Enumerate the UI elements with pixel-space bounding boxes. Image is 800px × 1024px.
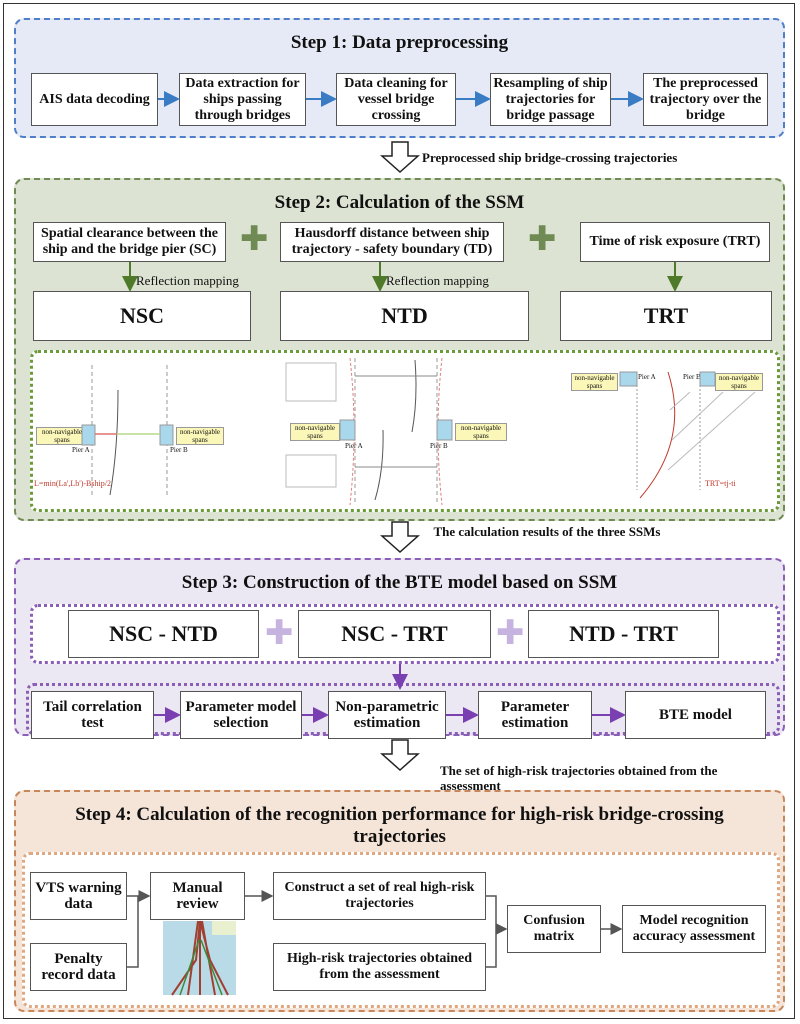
pair-nsc-trt: NSC - TRT — [298, 610, 491, 658]
hollow-down-arrows — [380, 141, 420, 772]
non-parametric-box: Non-parametric estimation — [328, 691, 446, 739]
step1-box-cleaning: Data cleaning for vessel bridge crossing — [336, 73, 456, 126]
manual-review-box: Manual review — [150, 872, 245, 920]
trt-illustration — [619, 371, 756, 499]
step1-title: Step 1: Data preprocessing — [290, 32, 509, 53]
pair-nsc-ntd: NSC - NTD — [68, 610, 259, 658]
pair-ntd-trt: NTD - TRT — [528, 610, 719, 658]
step4-title: Step 4: Calculation of the recognition p… — [75, 804, 724, 847]
outer-frame — [3, 3, 795, 1019]
plus-icon: ✚ — [496, 613, 525, 653]
pier-a-label: Pier A — [72, 446, 90, 454]
sc-formula: L=min(La',Lb')-Bship/2 — [34, 479, 111, 488]
trajectory-map-image — [163, 920, 236, 996]
plus-icon: ✚ — [265, 613, 294, 653]
transition-label-1: Preprocessed ship bridge-crossing trajec… — [422, 150, 678, 165]
confusion-matrix-box: Confusion matrix — [507, 905, 601, 953]
pier-b-label: Pier B — [170, 446, 188, 454]
transition-label-3: The set of high-risk trajectories obtain… — [440, 763, 718, 793]
td-illustration — [285, 357, 453, 506]
trt-box: TRT — [560, 291, 772, 341]
reflection-mapping-label: Reflection mapping — [386, 273, 489, 288]
sc-illustration — [81, 365, 174, 496]
plus-icon: ✚ — [528, 219, 557, 259]
step1-box-resampling: Resampling of ship trajectories for brid… — [490, 73, 611, 126]
plus-icon: ✚ — [240, 219, 269, 259]
step1-box-preprocessed: The preprocessed trajectory over the bri… — [643, 73, 768, 126]
tail-correlation-box: Tail correlation test — [31, 691, 154, 739]
highrisk-box: High-risk trajectories obtained from the… — [273, 943, 486, 991]
pier-b-label: Pier B — [683, 373, 701, 381]
step1-box-ais: AIS data decoding — [31, 73, 158, 126]
td-box: Hausdorff distance between ship trajecto… — [280, 222, 504, 262]
step2-arrows — [122, 262, 683, 292]
sc-box: Spatial clearance between the ship and t… — [33, 222, 226, 262]
penalty-box: Penalty record data — [30, 943, 127, 991]
pier-b-label: Pier B — [430, 442, 448, 450]
span-label: non-navigable spans — [571, 373, 618, 391]
construct-box: Construct a set of real high-risk trajec… — [273, 872, 486, 920]
span-label: non-navigable spans — [176, 427, 224, 445]
parameter-estimation-box: Parameter estimation — [478, 691, 592, 739]
nsc-box: NSC — [33, 291, 251, 341]
trt-input-box: Time of risk exposure (TRT) — [580, 222, 770, 262]
trt-formula: TRT=tj-ti — [705, 479, 736, 488]
step2-title: Step 2: Calculation of the SSM — [274, 192, 525, 213]
reflection-mapping-label: Reflection mapping — [136, 273, 239, 288]
pier-a-label: Pier A — [345, 442, 363, 450]
parameter-model-box: Parameter model selection — [180, 691, 302, 739]
ssm-illustrations — [30, 350, 780, 512]
step3-arrows — [154, 664, 626, 723]
span-label: non-navigable spans — [455, 423, 507, 441]
step4-arrows — [127, 890, 623, 968]
ntd-box: NTD — [280, 291, 529, 341]
transition-label-2: The calculation results of the three SSM… — [433, 524, 661, 539]
accuracy-box: Model recognition accuracy assessment — [622, 905, 766, 953]
vts-box: VTS warning data — [30, 872, 127, 920]
pier-a-label: Pier A — [638, 373, 656, 381]
step3-title: Step 3: Construction of the BTE model ba… — [181, 572, 618, 593]
